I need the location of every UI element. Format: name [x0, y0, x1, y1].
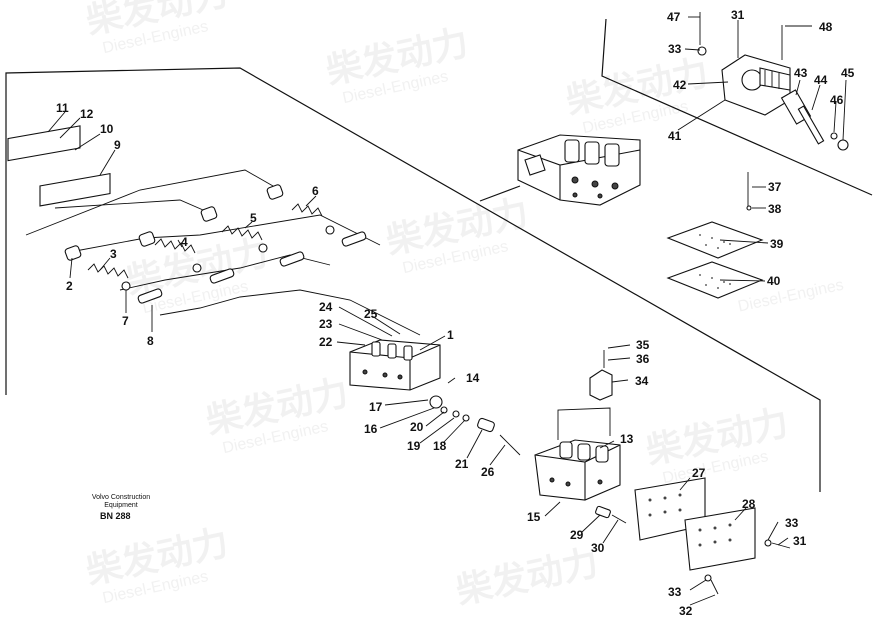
frame-lines: [5, 18, 873, 492]
watermark-brand: 柴发动力: [453, 543, 602, 613]
callout-3: 3: [110, 247, 117, 261]
callout-20: 20: [410, 420, 424, 434]
connector-line: [479, 185, 521, 202]
callout-1: 1: [447, 328, 454, 342]
callout-18: 18: [433, 439, 447, 453]
spring-6: [291, 203, 323, 217]
callout-33b: 33: [668, 42, 682, 56]
callout-31b: 31: [731, 8, 745, 22]
callout-46: 46: [830, 93, 844, 107]
spring-5: [221, 225, 263, 241]
callout-22: 22: [319, 335, 333, 349]
callout-42: 42: [673, 78, 687, 92]
callout-labels: 1 2 3 4 5 6 7 8 9 10 11 12 13 14 15 16 1…: [56, 8, 855, 618]
callout-33c: 33: [668, 585, 682, 599]
callout-15: 15: [527, 510, 541, 524]
callout-8: 8: [147, 334, 154, 348]
callout-6: 6: [312, 184, 319, 198]
callout-7: 7: [122, 314, 129, 328]
spring-3: [87, 263, 129, 279]
spring-4: [154, 238, 196, 254]
callout-23: 23: [319, 317, 333, 331]
gasket-plates: [666, 172, 764, 299]
callout-27: 27: [692, 466, 706, 480]
callout-19: 19: [407, 439, 421, 453]
callout-25: 25: [364, 307, 378, 321]
callout-2: 2: [66, 279, 73, 293]
callout-36: 36: [636, 352, 650, 366]
manufacturer-line2: Equipment: [104, 502, 138, 509]
manufacturer-line1: Volvo Construction: [91, 494, 151, 501]
callout-32: 32: [679, 604, 693, 618]
callout-35: 35: [636, 338, 650, 352]
callout-44: 44: [814, 73, 828, 87]
callout-16: 16: [364, 422, 378, 436]
callout-30: 30: [591, 541, 605, 555]
callout-14: 14: [466, 371, 480, 385]
callout-21: 21: [455, 457, 469, 471]
callout-34: 34: [635, 374, 649, 388]
cover-assembly: [697, 12, 849, 151]
callout-29: 29: [570, 528, 584, 542]
leader-lines: [47, 16, 847, 606]
drawing-code: BN 288: [100, 511, 131, 521]
valve-block-assembly: [517, 134, 641, 206]
callout-45: 45: [841, 66, 855, 80]
callout-38: 38: [768, 202, 782, 216]
callout-24: 24: [319, 300, 333, 314]
callout-39: 39: [770, 237, 784, 251]
cover-plates: [634, 477, 791, 595]
callout-10: 10: [100, 122, 114, 136]
callout-4: 4: [181, 235, 188, 249]
callout-26: 26: [481, 465, 495, 479]
valve-section-13: [534, 350, 627, 524]
assembly-frame-right: [601, 18, 873, 196]
callout-47: 47: [667, 10, 681, 24]
spool-spring-assembly: [7, 125, 421, 336]
callout-43: 43: [794, 66, 808, 80]
assembly-frame-left: [5, 67, 821, 492]
callout-5: 5: [250, 211, 257, 225]
callout-31: 31: [793, 534, 807, 548]
callout-48: 48: [819, 20, 833, 34]
valve-section-1: [349, 339, 521, 456]
callout-41: 41: [668, 129, 682, 143]
callout-13: 13: [620, 432, 634, 446]
manufacturer-caption: Volvo Construction Equipment: [86, 494, 156, 510]
callout-40: 40: [767, 274, 781, 288]
callout-33: 33: [785, 516, 799, 530]
callout-9: 9: [114, 138, 121, 152]
callout-17: 17: [369, 400, 383, 414]
callout-12: 12: [80, 107, 94, 121]
callout-28: 28: [742, 497, 756, 511]
callout-37: 37: [768, 180, 782, 194]
callout-11: 11: [56, 101, 69, 115]
